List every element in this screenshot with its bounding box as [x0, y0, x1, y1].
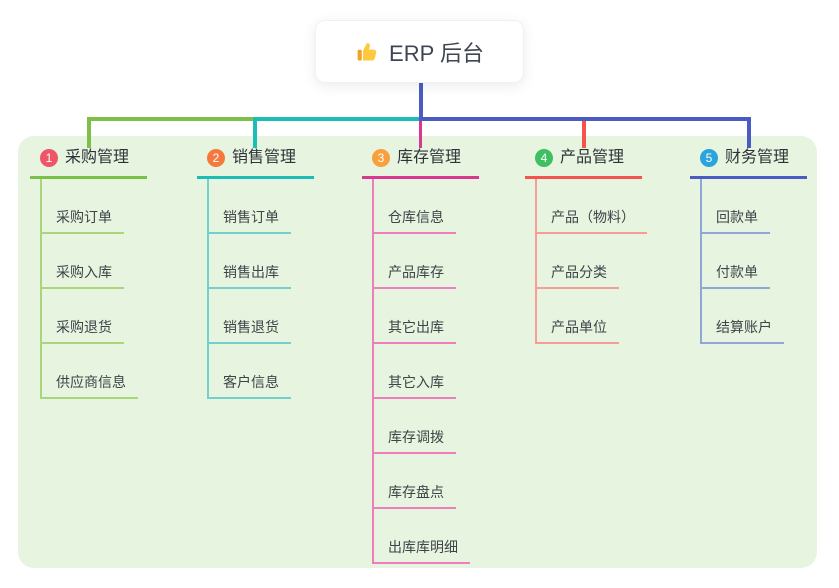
branch-header[interactable]: 4 产品管理: [525, 146, 642, 179]
branch-label: 财务管理: [725, 149, 790, 166]
item-label: 销售出库: [209, 263, 291, 289]
branch-number-badge: 1: [40, 149, 58, 167]
root-node[interactable]: ERP 后台: [315, 20, 524, 83]
item-label: 采购退货: [42, 318, 124, 344]
connector-trunk-segment-2: [253, 117, 419, 121]
item-label: 采购入库: [42, 263, 124, 289]
item-label: 其它入库: [374, 373, 456, 399]
connector-root-drop: [419, 83, 423, 121]
branch-item[interactable]: 库存盘点: [374, 454, 470, 509]
root-title: ERP 后台: [389, 40, 484, 66]
branch-label: 库存管理: [397, 149, 462, 166]
item-label: 采购订单: [42, 208, 124, 234]
connector-trunk-segment-3: [419, 117, 751, 121]
connector-drop-finance: [747, 117, 751, 148]
item-label: 产品库存: [374, 263, 456, 289]
branch-header[interactable]: 2 销售管理: [197, 146, 314, 179]
branch-item-list: 销售订单 销售出库 销售退货 客户信息: [207, 179, 291, 399]
branch-header[interactable]: 3 库存管理: [362, 146, 479, 179]
branch-header[interactable]: 1 采购管理: [30, 146, 147, 179]
item-label: 产品分类: [537, 263, 619, 289]
item-label: 库存盘点: [374, 483, 456, 509]
branch-label: 采购管理: [65, 149, 130, 166]
branch-item[interactable]: 产品单位: [537, 289, 647, 344]
branch-item[interactable]: 供应商信息: [42, 344, 138, 399]
item-label: 回款单: [702, 208, 770, 234]
branch-inventory: 3 库存管理 仓库信息 产品库存 其它出库 其它入库 库存调拨 库存盘点 出库库…: [362, 146, 479, 564]
connector-trunk-segment-1: [87, 117, 253, 121]
branch-product: 4 产品管理 产品（物料） 产品分类 产品单位: [525, 146, 647, 344]
branch-item[interactable]: 其它出库: [374, 289, 470, 344]
branch-item-list: 回款单 付款单 结算账户: [700, 179, 784, 344]
branch-number-badge: 4: [535, 149, 553, 167]
branch-item[interactable]: 付款单: [702, 234, 784, 289]
item-label: 出库库明细: [374, 538, 470, 564]
branch-item[interactable]: 其它入库: [374, 344, 470, 399]
branch-item[interactable]: 采购入库: [42, 234, 138, 289]
branch-item[interactable]: 采购退货: [42, 289, 138, 344]
branch-number-badge: 2: [207, 149, 225, 167]
branch-label: 销售管理: [232, 149, 297, 166]
item-label: 其它出库: [374, 318, 456, 344]
connector-drop-purchase: [87, 117, 91, 148]
branch-item-list: 仓库信息 产品库存 其它出库 其它入库 库存调拨 库存盘点 出库库明细: [372, 179, 470, 564]
branch-sales: 2 销售管理 销售订单 销售出库 销售退货 客户信息: [197, 146, 314, 399]
item-label: 产品（物料）: [537, 208, 647, 234]
branch-item-list: 采购订单 采购入库 采购退货 供应商信息: [40, 179, 138, 399]
background-panel: [18, 136, 817, 568]
item-label: 结算账户: [702, 318, 784, 344]
branch-item[interactable]: 结算账户: [702, 289, 784, 344]
branch-item[interactable]: 产品分类: [537, 234, 647, 289]
item-label: 销售订单: [209, 208, 291, 234]
branch-item[interactable]: 回款单: [702, 179, 784, 234]
branch-item[interactable]: 销售订单: [209, 179, 291, 234]
branch-item-list: 产品（物料） 产品分类 产品单位: [535, 179, 647, 344]
item-label: 销售退货: [209, 318, 291, 344]
branch-item[interactable]: 销售出库: [209, 234, 291, 289]
branch-header[interactable]: 5 财务管理: [690, 146, 807, 179]
branch-label: 产品管理: [560, 149, 625, 166]
branch-item[interactable]: 采购订单: [42, 179, 138, 234]
branch-finance: 5 财务管理 回款单 付款单 结算账户: [690, 146, 807, 344]
branch-number-badge: 5: [700, 149, 718, 167]
item-label: 库存调拨: [374, 428, 456, 454]
branch-purchase: 1 采购管理 采购订单 采购入库 采购退货 供应商信息: [30, 146, 147, 399]
branch-item[interactable]: 产品（物料）: [537, 179, 647, 234]
connector-drop-product: [582, 121, 586, 148]
branch-number-badge: 3: [372, 149, 390, 167]
connector-drop-inventory: [419, 121, 422, 148]
item-label: 客户信息: [209, 373, 291, 399]
branch-item[interactable]: 销售退货: [209, 289, 291, 344]
item-label: 产品单位: [537, 318, 619, 344]
branch-item[interactable]: 仓库信息: [374, 179, 470, 234]
branch-item[interactable]: 产品库存: [374, 234, 470, 289]
item-label: 供应商信息: [42, 373, 138, 399]
branch-item[interactable]: 出库库明细: [374, 509, 470, 564]
branch-item[interactable]: 库存调拨: [374, 399, 470, 454]
item-label: 仓库信息: [374, 208, 456, 234]
thumbs-up-icon: [357, 42, 377, 60]
item-label: 付款单: [702, 263, 770, 289]
connector-drop-sales: [253, 117, 257, 148]
branch-item[interactable]: 客户信息: [209, 344, 291, 399]
